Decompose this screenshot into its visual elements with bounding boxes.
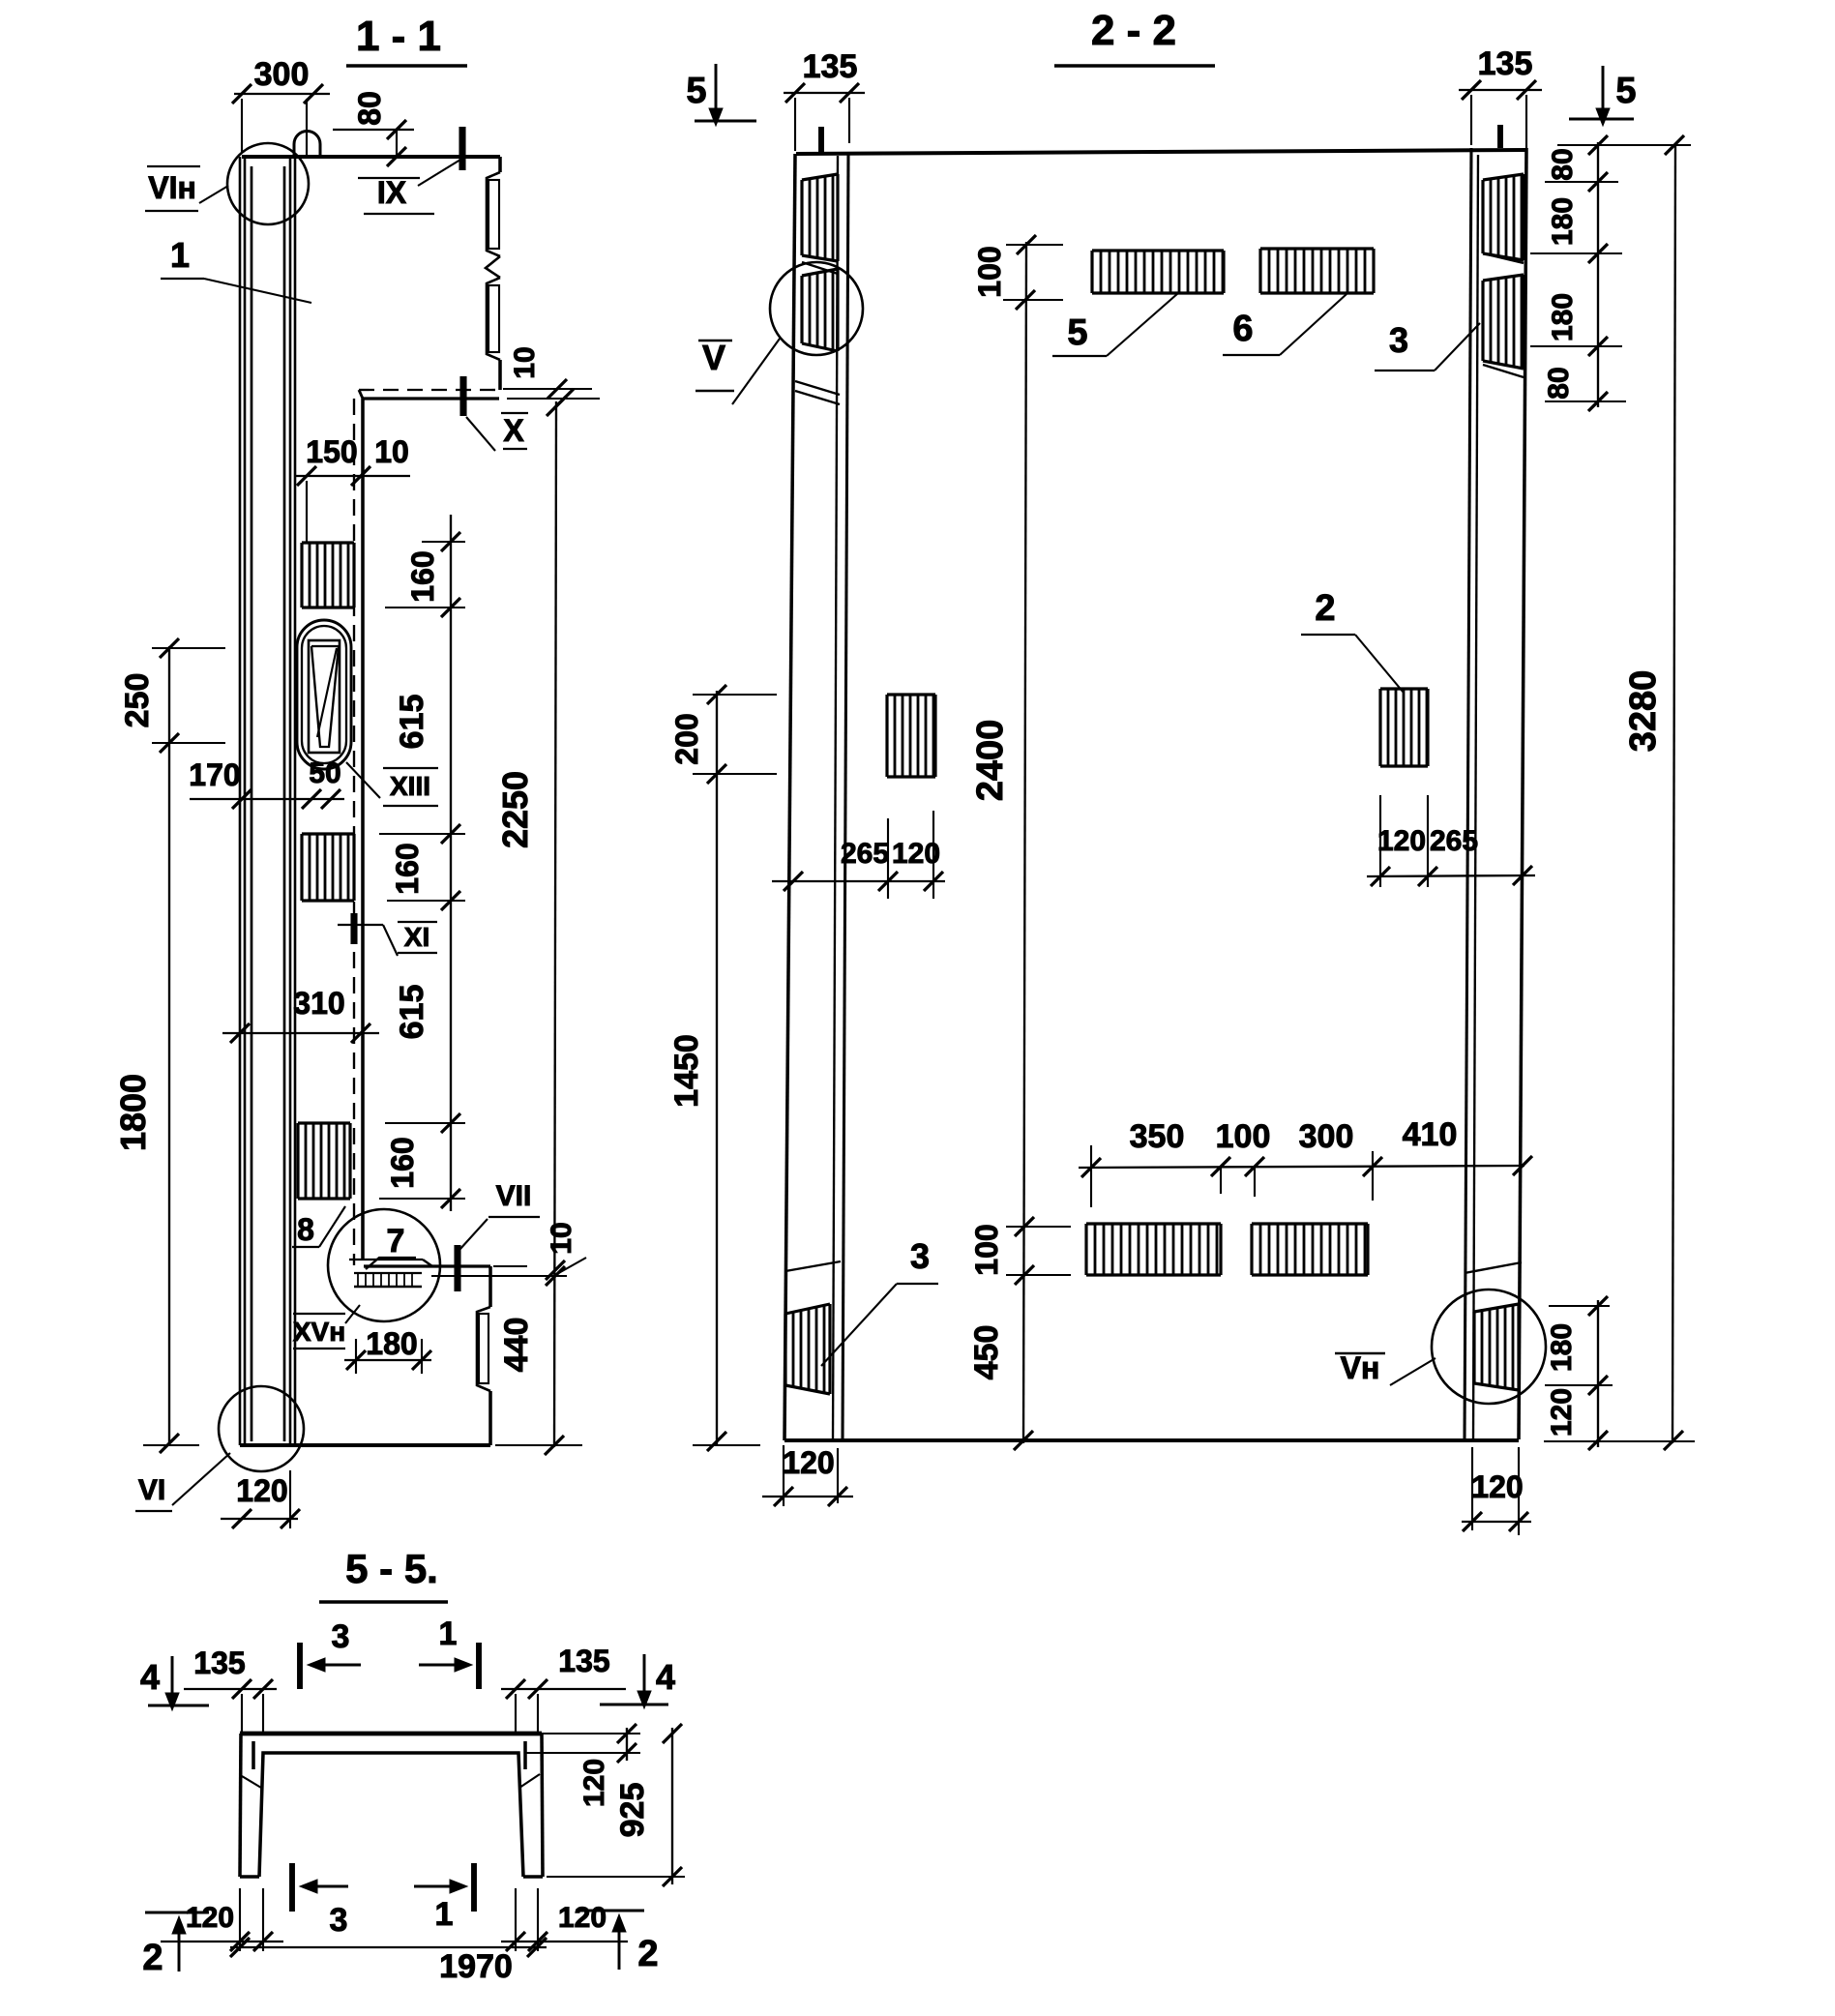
svg-text:925: 925 — [614, 1783, 651, 1838]
svg-text:120: 120 — [578, 1759, 610, 1807]
svg-text:450: 450 — [968, 1325, 1005, 1380]
svg-text:2250: 2250 — [495, 771, 535, 848]
svg-text:120: 120 — [236, 1473, 287, 1508]
svg-text:3280: 3280 — [1623, 670, 1664, 753]
svg-text:120: 120 — [1377, 825, 1426, 857]
svg-text:1450: 1450 — [668, 1034, 705, 1108]
svg-text:3: 3 — [1389, 320, 1408, 360]
svg-text:8: 8 — [297, 1212, 314, 1247]
svg-text:5: 5 — [686, 71, 706, 111]
svg-text:VII: VII — [496, 1180, 532, 1212]
svg-text:XVн: XVн — [293, 1317, 345, 1347]
svg-text:410: 410 — [1403, 1116, 1458, 1153]
svg-text:180: 180 — [1547, 293, 1579, 341]
svg-text:3: 3 — [910, 1236, 930, 1276]
svg-text:120: 120 — [783, 1445, 834, 1480]
svg-text:6: 6 — [1232, 309, 1253, 349]
svg-text:300: 300 — [254, 56, 310, 93]
svg-text:350: 350 — [1130, 1118, 1185, 1155]
svg-text:V: V — [702, 338, 725, 377]
svg-text:XIII: XIII — [390, 771, 430, 801]
svg-text:80: 80 — [1547, 148, 1579, 180]
svg-text:300: 300 — [1299, 1118, 1354, 1155]
svg-text:310: 310 — [293, 986, 344, 1021]
svg-text:170: 170 — [189, 757, 240, 792]
svg-text:150: 150 — [306, 434, 357, 469]
svg-text:120: 120 — [1546, 1388, 1578, 1437]
svg-text:120: 120 — [1471, 1469, 1523, 1504]
svg-text:135: 135 — [803, 48, 858, 85]
svg-text:100: 100 — [969, 1224, 1004, 1275]
svg-text:180: 180 — [1546, 1323, 1578, 1372]
svg-text:160: 160 — [385, 1137, 420, 1188]
svg-text:2: 2 — [637, 1934, 658, 1974]
svg-text:1: 1 — [170, 235, 190, 275]
svg-text:100: 100 — [1216, 1118, 1271, 1155]
svg-text:7: 7 — [387, 1223, 405, 1260]
svg-text:120: 120 — [892, 838, 940, 870]
svg-text:1970: 1970 — [439, 1948, 513, 1985]
svg-text:1: 1 — [435, 1896, 454, 1933]
svg-text:10: 10 — [546, 1222, 577, 1254]
svg-text:265: 265 — [1430, 825, 1478, 857]
svg-text:135: 135 — [558, 1644, 609, 1678]
svg-text:3: 3 — [332, 1618, 350, 1655]
svg-text:IX: IX — [377, 175, 407, 210]
svg-text:XI: XI — [404, 922, 429, 952]
svg-text:615: 615 — [394, 695, 430, 750]
svg-text:Vн: Vн — [1341, 1350, 1380, 1385]
svg-text:VI: VI — [138, 1474, 165, 1506]
svg-text:VIн: VIн — [148, 170, 196, 205]
svg-text:440: 440 — [498, 1318, 535, 1373]
svg-text:160: 160 — [405, 550, 440, 602]
svg-text:10: 10 — [374, 434, 409, 469]
svg-text:2: 2 — [142, 1938, 163, 1978]
svg-text:10: 10 — [509, 346, 541, 378]
svg-text:265: 265 — [841, 838, 889, 870]
svg-text:4: 4 — [140, 1657, 160, 1697]
svg-text:100: 100 — [972, 246, 1007, 297]
svg-text:2 - 2: 2 - 2 — [1091, 7, 1176, 54]
svg-text:2: 2 — [1315, 588, 1335, 629]
svg-text:1800: 1800 — [113, 1074, 153, 1151]
svg-text:180: 180 — [1547, 197, 1579, 246]
svg-text:5: 5 — [1067, 312, 1087, 353]
svg-text:80: 80 — [352, 91, 387, 126]
svg-text:135: 135 — [193, 1645, 245, 1680]
svg-text:120: 120 — [558, 1902, 607, 1934]
svg-text:1 - 1: 1 - 1 — [356, 13, 441, 60]
svg-text:5: 5 — [1615, 71, 1636, 111]
svg-text:1: 1 — [439, 1616, 458, 1652]
svg-text:50: 50 — [309, 757, 340, 789]
svg-text:200: 200 — [669, 713, 704, 764]
svg-text:250: 250 — [119, 673, 156, 728]
svg-text:3: 3 — [330, 1902, 348, 1939]
svg-text:180: 180 — [366, 1326, 417, 1361]
svg-text:5 - 5.: 5 - 5. — [345, 1546, 438, 1591]
svg-text:615: 615 — [394, 985, 430, 1040]
svg-text:4: 4 — [656, 1657, 675, 1697]
svg-text:80: 80 — [1543, 367, 1575, 399]
svg-text:135: 135 — [1478, 45, 1533, 82]
svg-text:X: X — [503, 413, 524, 448]
svg-text:160: 160 — [390, 843, 425, 894]
svg-text:120: 120 — [186, 1902, 234, 1934]
svg-text:2400: 2400 — [970, 720, 1011, 802]
